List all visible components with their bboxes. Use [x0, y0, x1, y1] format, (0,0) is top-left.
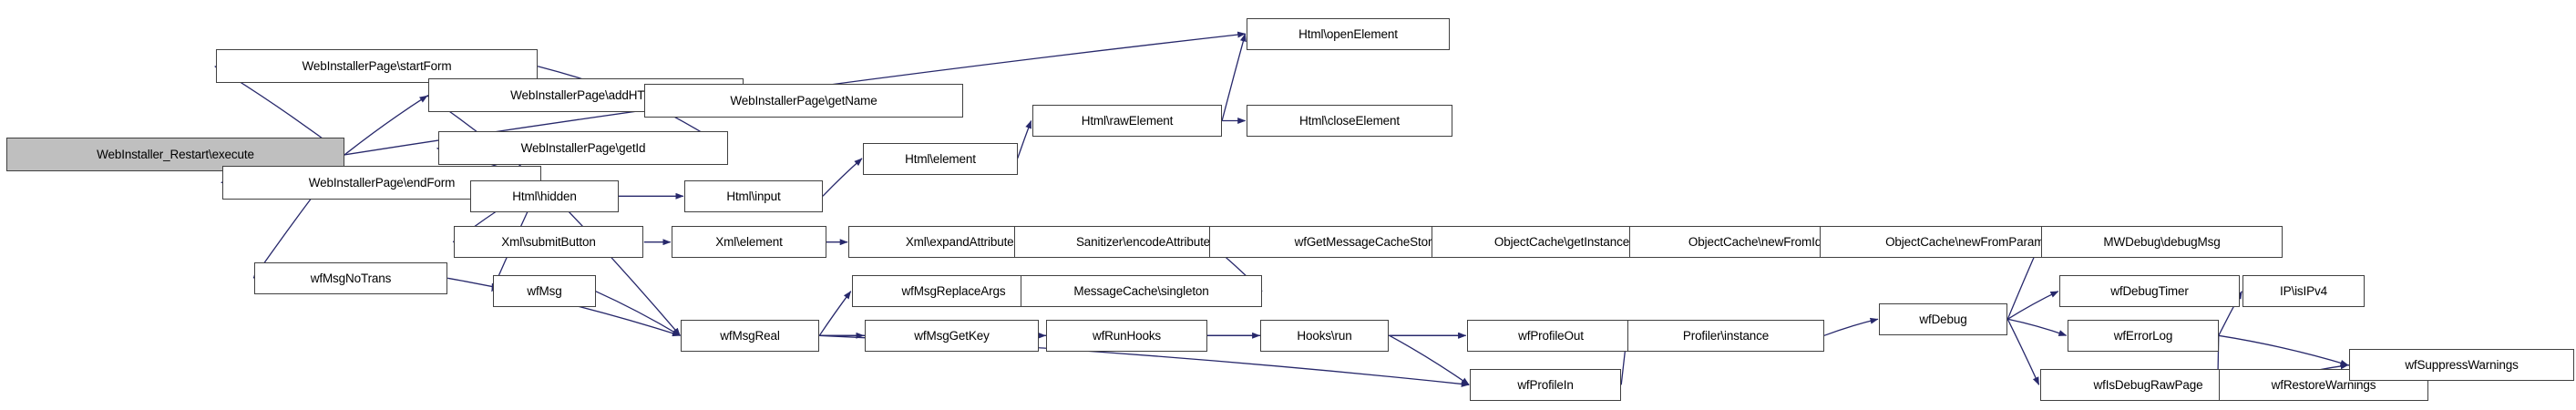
graph-edge: [2218, 334, 2349, 366]
graph-edge: [2218, 291, 2242, 336]
graph-node-label: WebInstallerPage\getName: [730, 93, 877, 108]
graph-node[interactable]: wfProfileOut: [1467, 320, 1635, 352]
graph-node-label: wfMsgReal: [720, 328, 780, 343]
graph-node-label: Sanitizer\encodeAttribute: [1075, 234, 1211, 249]
graph-node[interactable]: wfMsgGetKey: [865, 320, 1039, 352]
graph-node[interactable]: wfProfileIn: [1470, 369, 1621, 401]
graph-node-root[interactable]: WebInstaller_Restart\execute: [6, 138, 344, 171]
graph-edge: [2006, 291, 2059, 320]
graph-node[interactable]: wfDebug: [1879, 303, 2007, 335]
graph-node-label: Xml\element: [715, 234, 783, 249]
graph-node-label: wfMsgReplaceArgs: [901, 283, 1006, 298]
graph-node[interactable]: WebInstallerPage\getName: [644, 84, 963, 118]
graph-node-label: wfErrorLog: [2113, 328, 2173, 343]
graph-node[interactable]: Html\closeElement: [1247, 105, 1452, 137]
graph-node[interactable]: wfRunHooks: [1046, 320, 1207, 352]
graph-node-label: Profiler\instance: [1682, 328, 1770, 343]
graph-node-label: wfIsDebugRawPage: [2093, 377, 2203, 392]
graph-node-label: MWDebug\debugMsg: [2103, 234, 2221, 249]
graph-node[interactable]: Profiler\instance: [1627, 320, 1824, 352]
graph-node-label: ObjectCache\newFromParams: [1885, 234, 2050, 249]
graph-node[interactable]: wfDebugTimer: [2059, 275, 2240, 307]
graph-node[interactable]: Xml\element: [672, 226, 826, 258]
graph-node[interactable]: Html\input: [684, 180, 823, 212]
graph-edge: [344, 95, 428, 156]
graph-node-label: ObjectCache\getInstance: [1493, 234, 1630, 249]
graph-node[interactable]: wfMsgReal: [681, 320, 819, 352]
graph-node[interactable]: WebInstallerPage\startForm: [216, 49, 538, 83]
graph-node-label: wfRestoreWarnings: [2271, 377, 2376, 392]
graph-node[interactable]: IP\isIPv4: [2242, 275, 2365, 307]
graph-node-label: Xml\submitButton: [501, 234, 596, 249]
graph-node[interactable]: Html\hidden: [470, 180, 619, 212]
graph-node-label: Html\rawElement: [1081, 113, 1174, 128]
graph-node[interactable]: Html\rawElement: [1032, 105, 1222, 137]
graph-node-label: wfMsgGetKey: [914, 328, 990, 343]
graph-node[interactable]: wfMsgNoTrans: [254, 262, 447, 294]
graph-node-label: wfSuppressWarnings: [2405, 357, 2519, 372]
graph-node-label: Html\input: [726, 189, 781, 203]
graph-node-label: MessageCache\singleton: [1073, 283, 1209, 298]
graph-edge: [2006, 319, 2040, 385]
graph-node-label: WebInstaller_Restart\execute: [97, 147, 254, 161]
graph-node-label: WebInstallerPage\addHTML: [510, 87, 662, 102]
graph-edge: [1017, 119, 1032, 159]
graph-node-label: wfDebug: [1919, 312, 1967, 326]
graph-node[interactable]: WebInstallerPage\getId: [438, 131, 728, 165]
graph-node-label: WebInstallerPage\startForm: [302, 58, 452, 73]
graph-edge: [2007, 318, 2068, 336]
graph-node-label: wfRunHooks: [1092, 328, 1162, 343]
graph-node[interactable]: wfSuppressWarnings: [2349, 349, 2574, 381]
graph-node-label: Hooks\run: [1297, 328, 1352, 343]
graph-node-label: ObjectCache\newFromId: [1688, 234, 1822, 249]
graph-node[interactable]: MWDebug\debugMsg: [2041, 226, 2283, 258]
graph-node-label: WebInstallerPage\getId: [520, 140, 646, 155]
graph-node-label: wfGetMessageCacheStorage: [1294, 234, 1452, 249]
graph-edge: [1221, 33, 1247, 121]
graph-node[interactable]: Html\element: [863, 143, 1018, 175]
graph-edge: [818, 291, 852, 336]
graph-node-label: Html\hidden: [512, 189, 577, 203]
graph-edge: [822, 158, 863, 197]
graph-node-label: Xml\expandAttributes: [905, 234, 1021, 249]
graph-node-label: Html\closeElement: [1299, 113, 1400, 128]
graph-node-label: wfMsgNoTrans: [310, 271, 392, 285]
graph-node[interactable]: Hooks\run: [1260, 320, 1389, 352]
graph-node-label: wfProfileOut: [1518, 328, 1584, 343]
graph-node-label: Html\openElement: [1298, 26, 1398, 41]
graph-node[interactable]: Html\openElement: [1247, 18, 1450, 50]
graph-node-label: wfMsg: [527, 283, 562, 298]
graph-node-label: IP\isIPv4: [2280, 283, 2327, 298]
graph-node-label: wfDebugTimer: [2110, 283, 2189, 298]
graph-node[interactable]: wfErrorLog: [2068, 320, 2219, 352]
graph-node[interactable]: wfMsg: [493, 275, 596, 307]
graph-edge: [1823, 317, 1879, 336]
graph-node[interactable]: Xml\submitButton: [454, 226, 643, 258]
graph-node-label: wfProfileIn: [1517, 377, 1574, 392]
graph-node-label: Html\element: [905, 151, 976, 166]
graph-node-label: WebInstallerPage\endForm: [308, 175, 456, 190]
graph-edge: [1389, 334, 1470, 385]
graph-edge: [595, 291, 681, 336]
graph-node[interactable]: MessageCache\singleton: [1021, 275, 1262, 307]
